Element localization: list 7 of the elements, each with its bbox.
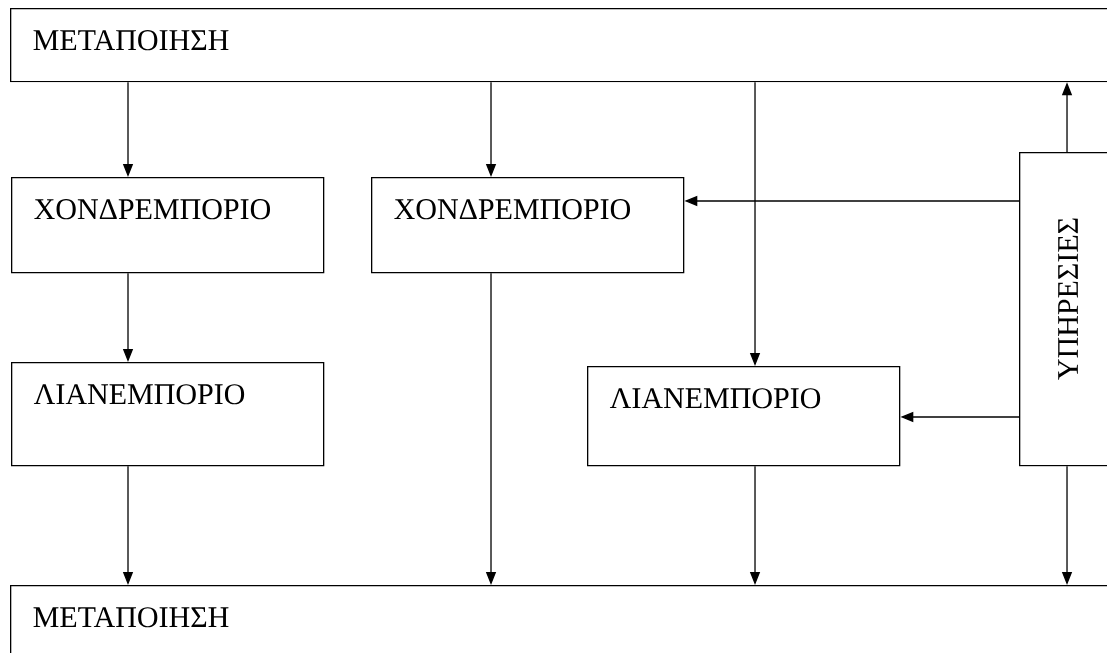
process-box: ΜΕΤΑΠΟΙΗΣΗ	[10, 8, 1107, 83]
process-box: ΜΕΤΑΠΟΙΗΣΗ	[10, 585, 1107, 653]
process-box: ΛΙΑΝΕΜΠΟΡΙΟ	[11, 362, 325, 467]
process-box: ΛΙΑΝΕΜΠΟΡΙΟ	[587, 366, 901, 467]
process-box: ΥΠΗΡΕΣΙΕΣ	[1019, 152, 1107, 467]
process-box: ΧΟΝΔΡΕΜΠΟΡΙΟ	[11, 177, 325, 274]
process-box: ΧΟΝΔΡΕΜΠΟΡΙΟ	[371, 177, 685, 274]
